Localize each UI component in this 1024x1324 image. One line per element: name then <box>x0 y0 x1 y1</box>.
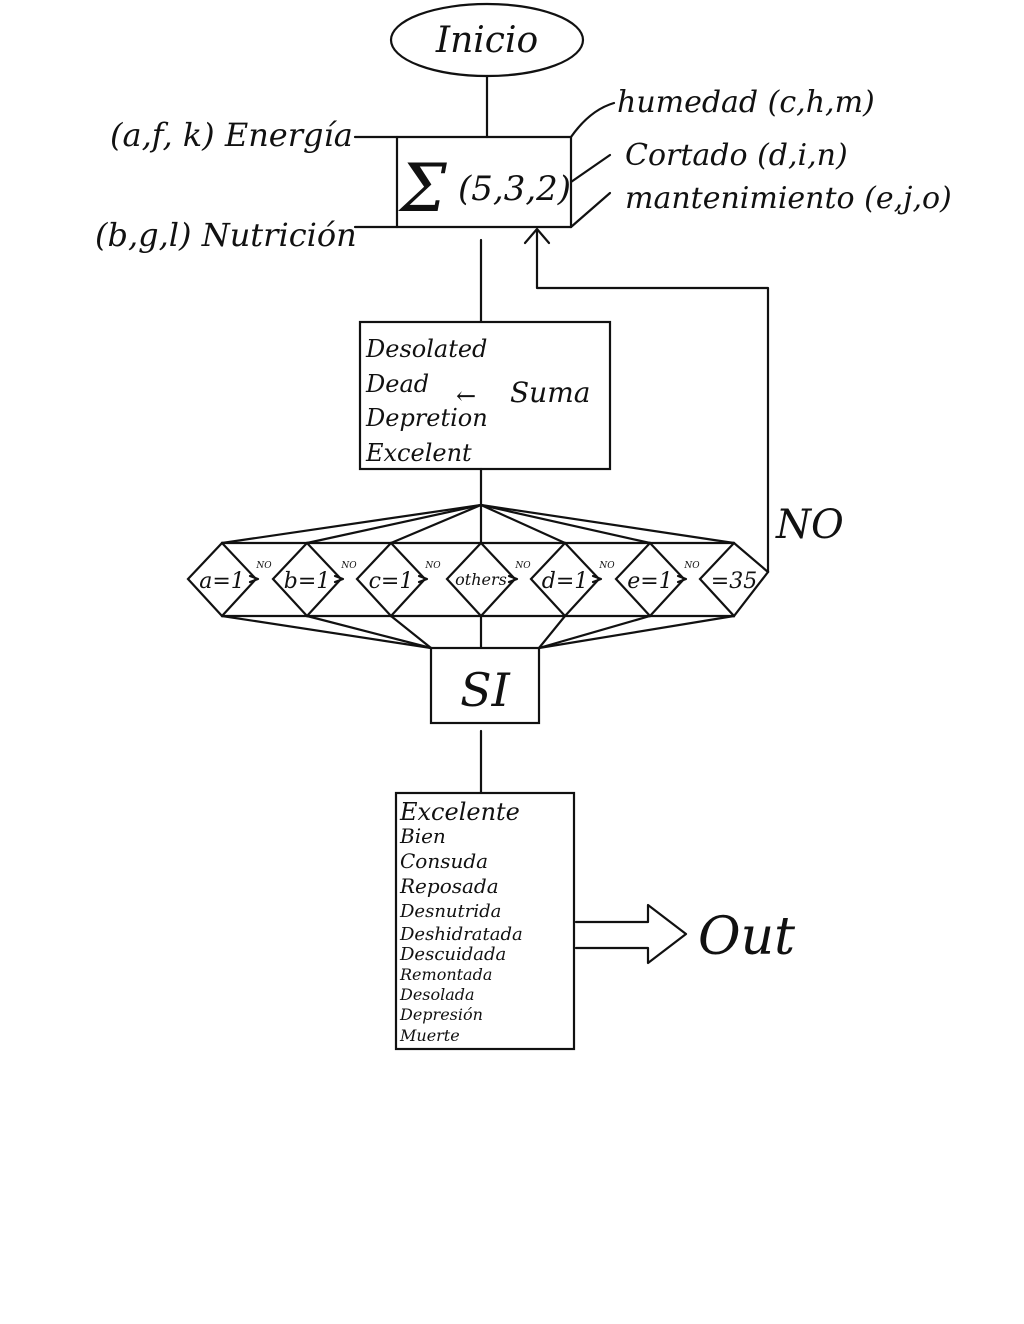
input-energia: (a,f, k) Energía <box>110 116 353 154</box>
right-arrow-icon <box>591 574 603 584</box>
right-arrow-icon <box>417 574 429 584</box>
state-item: Excelent <box>365 439 472 467</box>
right-arrow-icon <box>507 574 519 584</box>
input-humedad: humedad (c,h,m) <box>617 85 875 120</box>
decision-label: c=1 <box>369 569 414 594</box>
no-edge-label: NO <box>340 561 357 571</box>
decision-diamond: b=1 <box>271 541 343 618</box>
decision-diamond: c=1 <box>355 541 427 618</box>
result-item: Muerte <box>399 1026 460 1045</box>
start-node: Inicio <box>389 2 585 78</box>
decision-label: e=1 <box>627 569 672 594</box>
result-item: Excelente <box>399 798 520 826</box>
loop-no-label: NO <box>775 502 844 548</box>
result-item: Desnutrida <box>399 901 501 922</box>
decision-label: d=1 <box>542 569 589 594</box>
state-item: Depretion <box>365 404 488 432</box>
start-label: Inicio <box>435 20 538 61</box>
result-item: Desolada <box>399 985 475 1004</box>
output-label: Out <box>698 907 795 967</box>
upper-fan <box>220 503 736 545</box>
result-item: Bien <box>399 824 446 848</box>
result-item: Reposada <box>399 874 499 898</box>
input-nutricion: (b,g,l) Nutrición <box>95 216 357 254</box>
decision-diamond: a=1 <box>186 541 258 618</box>
input-cortado: Cortado (d,i,n) <box>625 138 848 173</box>
yes-box: SI <box>429 646 541 725</box>
sum-label: (5,3,2) <box>458 169 571 209</box>
result-item: Depresión <box>399 1005 483 1024</box>
right-arrow-icon <box>248 574 260 584</box>
left-arrow-icon: ← <box>456 382 476 410</box>
no-edge-label: NO <box>514 561 531 571</box>
result-item: Deshidratada <box>399 924 523 945</box>
up-arrow-icon <box>523 227 551 245</box>
sigma-symbol: Σ <box>398 150 447 227</box>
yes-label: SI <box>460 663 511 717</box>
state-item: Dead <box>365 370 429 398</box>
states-box: Desolated Dead Depretion Excelent ← Suma <box>358 320 612 471</box>
tick-humedad <box>569 101 616 139</box>
tick-mantenimiento <box>569 191 612 229</box>
no-edge-label: NO <box>424 561 441 571</box>
decision-label: a=1 <box>199 569 245 594</box>
decision-diamond: others <box>445 541 517 618</box>
lower-fan <box>220 614 736 650</box>
no-edge-label: NO <box>255 561 272 571</box>
results-box: Excelente Bien Consuda Reposada Desnutri… <box>394 791 576 1051</box>
decision-label: =35 <box>711 569 757 594</box>
state-item: Desolated <box>365 335 487 363</box>
input-mantenimiento: mantenimiento (e,j,o) <box>625 181 952 216</box>
result-item: Descuidada <box>399 944 506 965</box>
no-edge-arrows <box>248 574 688 584</box>
no-edge-label: NO <box>683 561 700 571</box>
result-item: Remontada <box>399 965 492 984</box>
decision-diamond: e=1 <box>614 541 686 618</box>
sum-box: Σ (5,3,2) <box>353 135 573 229</box>
right-arrow-icon <box>676 574 688 584</box>
decision-diamond: =35 <box>698 541 770 618</box>
decision-diamond: d=1 <box>529 541 601 618</box>
result-item: Consuda <box>400 849 488 873</box>
decision-label: b=1 <box>284 569 331 594</box>
no-loop-line <box>535 228 770 574</box>
right-arrow-icon <box>333 574 345 584</box>
output-arrow-icon <box>574 903 688 965</box>
suma-note: Suma <box>510 376 590 409</box>
decision-label: others <box>455 570 507 589</box>
tick-cortado <box>569 153 612 184</box>
no-edge-label: NO <box>598 561 615 571</box>
